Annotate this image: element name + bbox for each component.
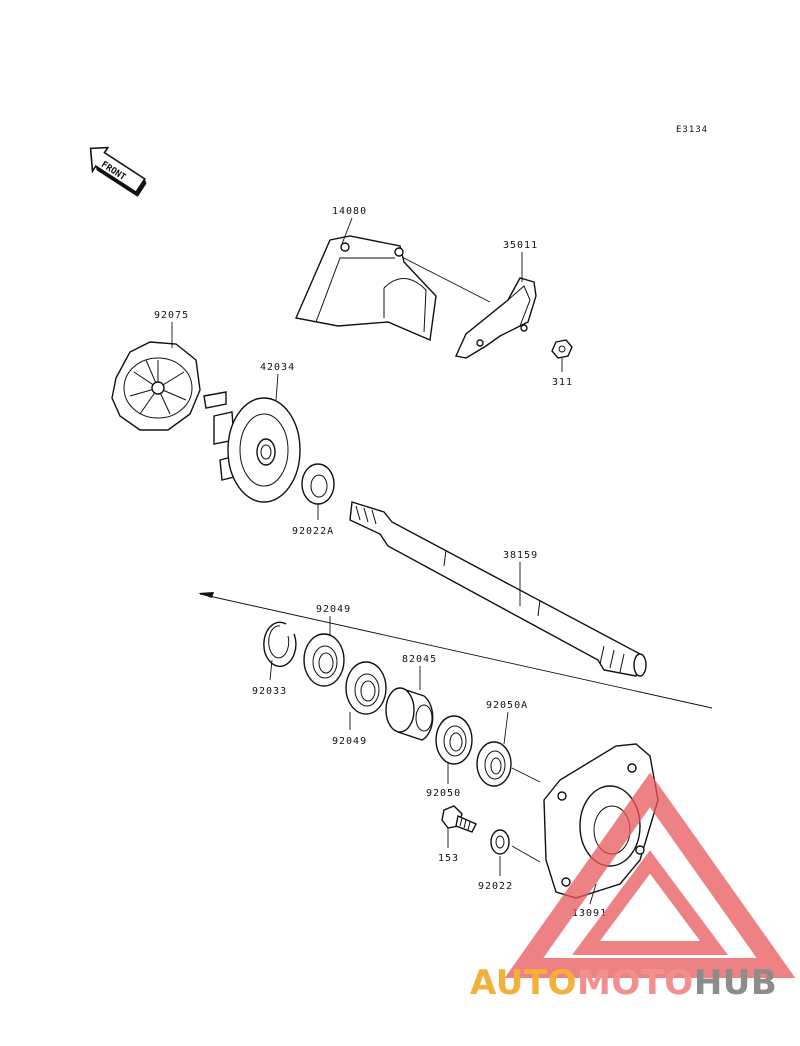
part-92075-damper	[111, 341, 201, 431]
watermark-moto: MOTO	[577, 963, 694, 1003]
label-153: 153	[438, 853, 459, 864]
watermark-triangle-icon	[504, 772, 796, 978]
label-92022: 92022	[478, 881, 513, 892]
part-92049-seal-top	[303, 633, 345, 687]
watermark-auto: AUTO	[470, 963, 577, 1003]
part-38159-shaft	[349, 501, 647, 677]
watermark-text: AUTOMOTOHUB	[470, 963, 777, 1003]
diagram-ref-code: E3134	[676, 125, 708, 135]
part-13091-housing	[543, 743, 659, 899]
part-42034-impeller	[203, 391, 301, 503]
part-14080-cover	[295, 235, 437, 342]
label-92050A: 92050A	[486, 700, 528, 711]
part-92033-circlip	[263, 621, 297, 668]
watermark-hub: HUB	[694, 963, 777, 1003]
label-92033: 92033	[252, 686, 287, 697]
label-14080: 14080	[332, 206, 367, 217]
label-92049-bottom: 92049	[332, 736, 367, 747]
part-92050-bearing	[435, 715, 473, 765]
part-92049-seal-bottom	[345, 661, 387, 715]
part-35011-bracket	[454, 277, 537, 359]
part-92050A-bearing	[476, 741, 512, 787]
label-13091: 13091	[572, 908, 607, 919]
label-92075: 92075	[154, 310, 189, 321]
label-82045: 82045	[402, 654, 437, 665]
label-311: 311	[552, 377, 573, 388]
label-92022A: 92022A	[292, 526, 334, 537]
leader-lines	[171, 217, 597, 905]
label-35011: 35011	[503, 240, 538, 251]
front-arrow-icon: FRONT	[89, 146, 147, 197]
label-38159: 38159	[503, 550, 538, 561]
part-92022-washer	[490, 829, 510, 855]
part-153-bolt	[441, 805, 477, 833]
label-92049-top: 92049	[316, 604, 351, 615]
part-82045-spacer	[385, 687, 434, 741]
part-311-nut	[551, 339, 573, 359]
part-92022A-washer	[301, 463, 335, 505]
label-92050: 92050	[426, 788, 461, 799]
watermark-logo: AUTOMOTOHUB	[470, 772, 796, 1003]
label-42034: 42034	[260, 362, 295, 373]
